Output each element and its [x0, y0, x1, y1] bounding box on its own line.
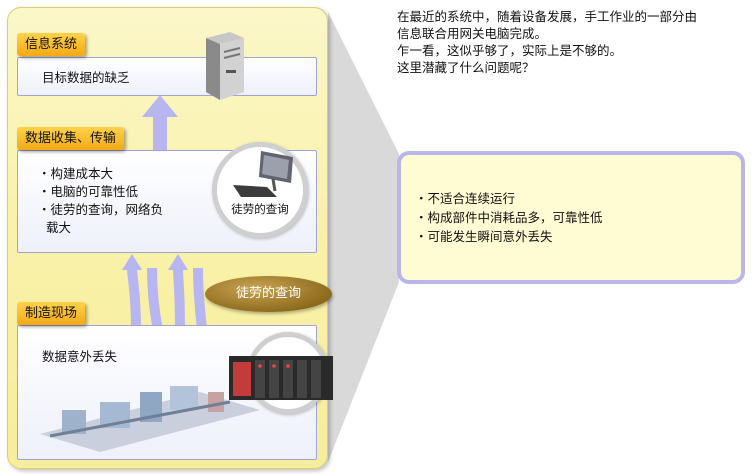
callout-point: ・可能发生瞬间意外丢失 [415, 229, 553, 244]
intro-line: 这里潜藏了什么问题呢？ [397, 60, 535, 75]
intro-line: 乍一看，这似乎够了，实际上是不够的。 [397, 43, 623, 58]
intro-line: 在最近的系统中，随着设备发展，手工作业的一部分由 [397, 9, 698, 24]
info-system-text: 目标数据的缺乏 [42, 70, 130, 85]
server-icon [206, 32, 244, 100]
list-item: ・构建成本大 [38, 166, 114, 181]
list-item: ・徒劳的查询，网络负 [38, 202, 164, 217]
list-item: 载大 [38, 220, 71, 235]
pc-caption: 徒劳的查询 [231, 202, 289, 216]
pc-circle: 徒劳的查询 [212, 142, 308, 238]
intro-text: 在最近的系统中，随着设备发展，手工作业的一部分由 信息联合用网关电脑完成。 乍一… [397, 8, 749, 76]
problem-callout: ・不适合连续运行 ・构成部件中消耗品多，可靠性低 ・可能发生瞬间意外丢失 [397, 151, 745, 284]
plc-icon [229, 356, 333, 400]
factory-illustration [40, 386, 260, 452]
info-system-label: 信息系统 [17, 33, 86, 56]
info-system-box: 目标数据的缺乏 [17, 57, 317, 96]
arrow-up-icon [142, 95, 178, 155]
data-collection-label: 数据收集、传输 [17, 127, 125, 150]
callout-point: ・构成部件中消耗品多，可靠性低 [415, 210, 603, 225]
query-bubble: 徒劳的查询 [205, 276, 332, 312]
intro-line: 信息联合用网关电脑完成。 [397, 26, 548, 41]
data-collection-list: ・构建成本大 ・电脑的可靠性低 ・徒劳的查询，网络负 载大 [38, 165, 163, 237]
computer-icon [233, 151, 293, 197]
polling-arrows-icon [122, 254, 207, 331]
callout-point: ・不适合连续运行 [415, 191, 516, 206]
list-item: ・电脑的可靠性低 [38, 184, 139, 199]
manufacturing-text: 数据意外丢失 [42, 349, 118, 364]
manufacturing-label: 制造现场 [17, 302, 86, 325]
